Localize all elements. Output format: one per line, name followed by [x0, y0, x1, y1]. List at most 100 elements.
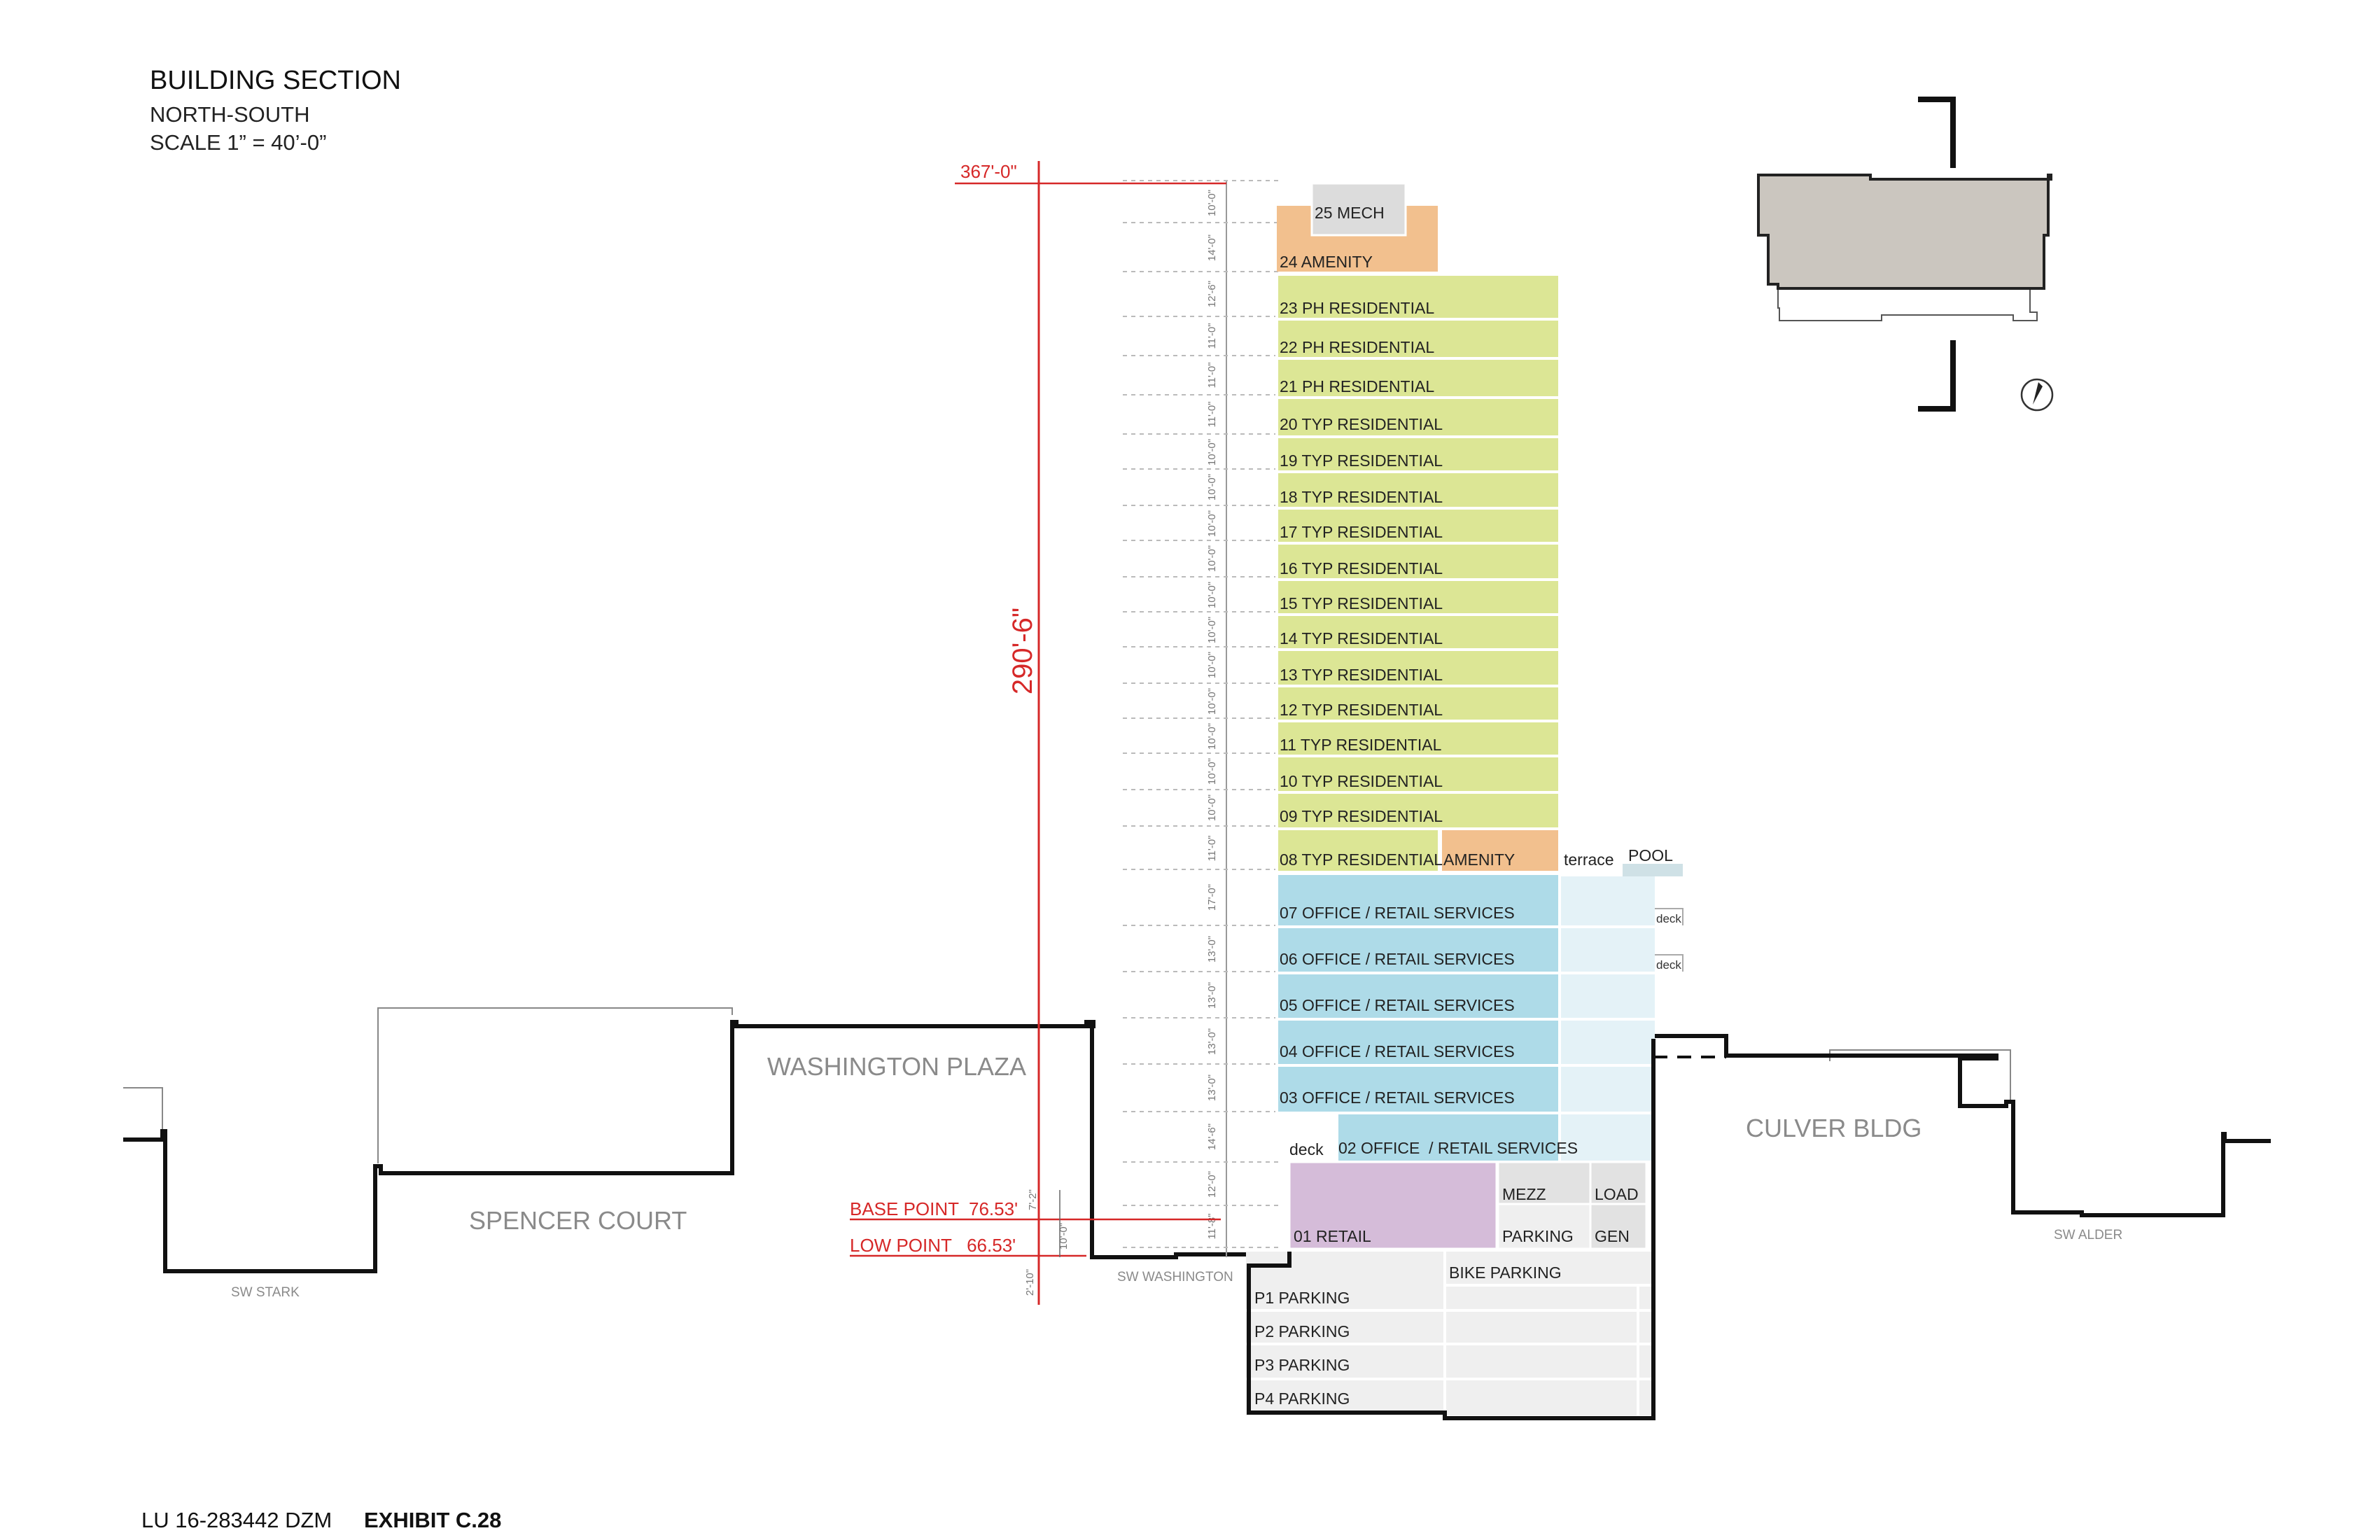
key-plan: [1757, 97, 2054, 412]
sw-alder-label: SW ALDER: [2054, 1228, 2122, 1242]
grade-line-east: [1653, 1034, 2271, 1217]
floor-height-label: 11'-0": [1206, 401, 1218, 427]
p2-parking-label: P2 PARKING: [1254, 1322, 1350, 1340]
deck-07-label: deck: [1656, 912, 1681, 925]
floor-17: [1275, 507, 1561, 545]
floor-10-label: 10 TYP RESIDENTIAL: [1280, 772, 1443, 790]
base-point-label: BASE POINT 76.53': [850, 1198, 1018, 1219]
floor-02: [1336, 1112, 1561, 1163]
floor-height-label: 11'-0": [1206, 835, 1218, 861]
mezz-label: MEZZ: [1502, 1185, 1546, 1203]
floor-22-label: 22 PH RESIDENTIAL: [1280, 338, 1434, 356]
p1-parking-label: P1 PARKING: [1254, 1289, 1350, 1307]
floor-11-label: 11 TYP RESIDENTIAL: [1280, 736, 1442, 754]
floor-15: [1275, 578, 1561, 616]
generator: [1589, 1203, 1648, 1250]
deck-02-label: deck: [1289, 1140, 1324, 1158]
office-floor-labels: 07 OFFICE / RETAIL SERVICES 06 OFFICE / …: [1280, 904, 1578, 1157]
floor-height-label: 11'-0": [1206, 323, 1218, 349]
floor-height-label: 10'-0": [1206, 439, 1218, 465]
terrace-label: terrace: [1564, 850, 1614, 869]
floor-16-label: 16 TYP RESIDENTIAL: [1280, 559, 1443, 578]
floor-13-label: 13 TYP RESIDENTIAL: [1280, 666, 1443, 684]
sw-stark-label: SW STARK: [231, 1285, 300, 1300]
height-dimensions: 367'-0" 290'-6" BASE POINT 76.53' LOW PO…: [850, 161, 1226, 1305]
floor-height-label: 13'-0": [1206, 982, 1218, 1009]
office-floors: [1275, 872, 1561, 1163]
low-point-label: LOW POINT 66.53': [850, 1235, 1016, 1256]
deck-railings: [1655, 908, 1684, 972]
floor-05-label: 05 OFFICE / RETAIL SERVICES: [1280, 996, 1515, 1014]
floor-24-label: 24 AMENITY: [1280, 253, 1373, 271]
floor-20: [1275, 396, 1561, 438]
floor-10: [1275, 755, 1561, 794]
floor-height-label: 17'-0": [1206, 884, 1218, 911]
floor-06-label: 06 OFFICE / RETAIL SERVICES: [1280, 950, 1515, 968]
floor-25-label: 25 MECH: [1315, 204, 1385, 222]
top-elevation-label: 367'-0": [960, 161, 1017, 182]
floor-07-label: 07 OFFICE / RETAIL SERVICES: [1280, 904, 1515, 922]
floor-08-amenity-label: AMENITY: [1443, 850, 1515, 869]
floor-18: [1275, 470, 1561, 510]
floor-16: [1275, 542, 1561, 581]
exhibit-number: EXHIBIT C.28: [364, 1508, 502, 1532]
bike-parking-label: BIKE PARKING: [1449, 1264, 1562, 1282]
overall-height-label: 290'-6": [1007, 608, 1038, 694]
ground-parking-label: PARKING: [1502, 1227, 1574, 1245]
pool-label: POOL: [1628, 846, 1673, 864]
floor-height-dimension-string: 10'-0" 14'-0" 12'-6" 11'-0" 11'-0" 11'-0…: [1123, 180, 1281, 1257]
grade-offset-label: 2'-10": [1024, 1269, 1036, 1296]
floor-15-label: 15 TYP RESIDENTIAL: [1280, 594, 1443, 612]
floor-22: [1275, 318, 1561, 360]
floor-04-label: 04 OFFICE / RETAIL SERVICES: [1280, 1042, 1515, 1060]
drawing-title: BUILDING SECTION: [150, 66, 401, 95]
floor-height-label: 13'-0": [1206, 1074, 1218, 1101]
parking-garage-fill: [1246, 1252, 1653, 1415]
floor-23: [1275, 273, 1561, 321]
parking-level-labels: P1 PARKING P2 PARKING P3 PARKING P4 PARK…: [1254, 1264, 1562, 1408]
drawing-scale: SCALE 1” = 40’-0”: [150, 130, 327, 155]
floor-18-label: 18 TYP RESIDENTIAL: [1280, 488, 1443, 506]
floor-height-label: 10'-0": [1206, 652, 1218, 678]
floor-height-label: 10'-0": [1206, 474, 1218, 500]
low-offset-label: 10'-0": [1058, 1223, 1070, 1250]
p4-parking-label: P4 PARKING: [1254, 1390, 1350, 1408]
floor-height-label: 10'-0": [1206, 190, 1218, 216]
floor-height-label: 12'-0": [1206, 1171, 1218, 1198]
mezzanine: [1497, 1161, 1592, 1205]
load-label: LOAD: [1595, 1185, 1639, 1203]
floor-height-label: 14'-0": [1206, 234, 1218, 261]
floor-19-label: 19 TYP RESIDENTIAL: [1280, 451, 1443, 470]
key-plan-section-cut-bottom: [1918, 340, 1956, 412]
section-orientation: NORTH-SOUTH: [150, 102, 310, 127]
floor-height-label: 10'-0": [1206, 794, 1218, 821]
key-plan-neighbor-outline: [1777, 287, 2038, 321]
floor-03-label: 03 OFFICE / RETAIL SERVICES: [1280, 1088, 1515, 1107]
floor-height-label: 10'-0": [1206, 510, 1218, 537]
grade-line-west: [123, 1020, 1292, 1273]
deck-06-label: deck: [1656, 958, 1681, 972]
floor-14-label: 14 TYP RESIDENTIAL: [1280, 629, 1443, 648]
floor-21: [1275, 357, 1561, 399]
floor-01-retail: [1288, 1161, 1498, 1250]
floor-21-label: 21 PH RESIDENTIAL: [1280, 377, 1434, 396]
spencer-court-label: SPENCER COURT: [469, 1206, 687, 1235]
floor-height-label: 12'-6": [1206, 281, 1218, 307]
p3-parking-label: P3 PARKING: [1254, 1356, 1350, 1374]
floor-height-labels: 10'-0" 14'-0" 12'-6" 11'-0" 11'-0" 11'-0…: [1206, 190, 1218, 1240]
floor-09-label: 09 TYP RESIDENTIAL: [1280, 807, 1443, 825]
parking-garage-outline: [1247, 1039, 1656, 1420]
culver-bldg-label: CULVER BLDG: [1746, 1114, 1921, 1142]
spencer-court-outline: [377, 1007, 733, 1163]
floor-height-label: 13'-0": [1206, 1028, 1218, 1055]
floor-23-label: 23 PH RESIDENTIAL: [1280, 299, 1434, 317]
north-arrow-icon: [2020, 378, 2054, 412]
ground-parking: [1497, 1203, 1592, 1250]
floor-level-dashes: [1123, 180, 1281, 1248]
case-number: LU 16-283442 DZM: [141, 1508, 332, 1532]
floor-03: [1275, 1064, 1561, 1114]
parking-level-dividers: [1246, 1252, 1653, 1415]
floor-height-label: 10'-0": [1206, 582, 1218, 608]
floor-25-mech: [1310, 182, 1407, 237]
